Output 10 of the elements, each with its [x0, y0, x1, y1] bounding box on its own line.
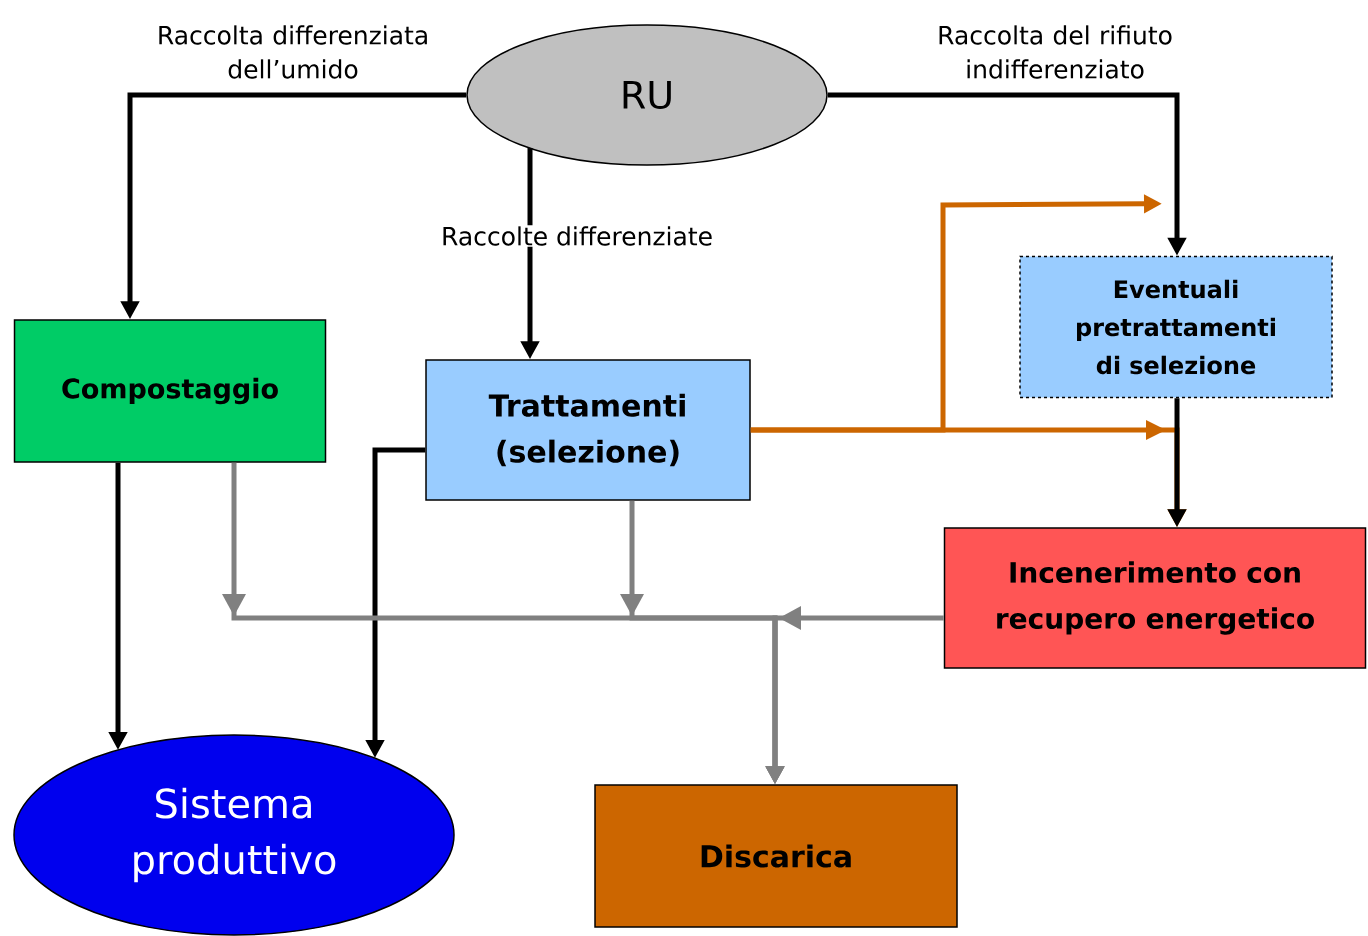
process-box: Eventuali pretrattamenti di selezione [1019, 255, 1333, 399]
ellipse-node: RU [466, 24, 828, 166]
edge-label: Raccolta differenziata dell’umido [159, 25, 427, 79]
process-box: Trattamenti (selezione) [425, 359, 751, 501]
process-box: Compostaggio [13, 319, 327, 463]
process-box: Incenerimento con recupero energetico [943, 527, 1367, 669]
ellipse-node: Sistema produttivo [13, 734, 455, 936]
process-box: Discarica [594, 784, 958, 928]
edge-label: Raccolte differenziate [440, 225, 714, 247]
edge-label: Raccolta del rifiuto indifferenziato [939, 25, 1172, 79]
